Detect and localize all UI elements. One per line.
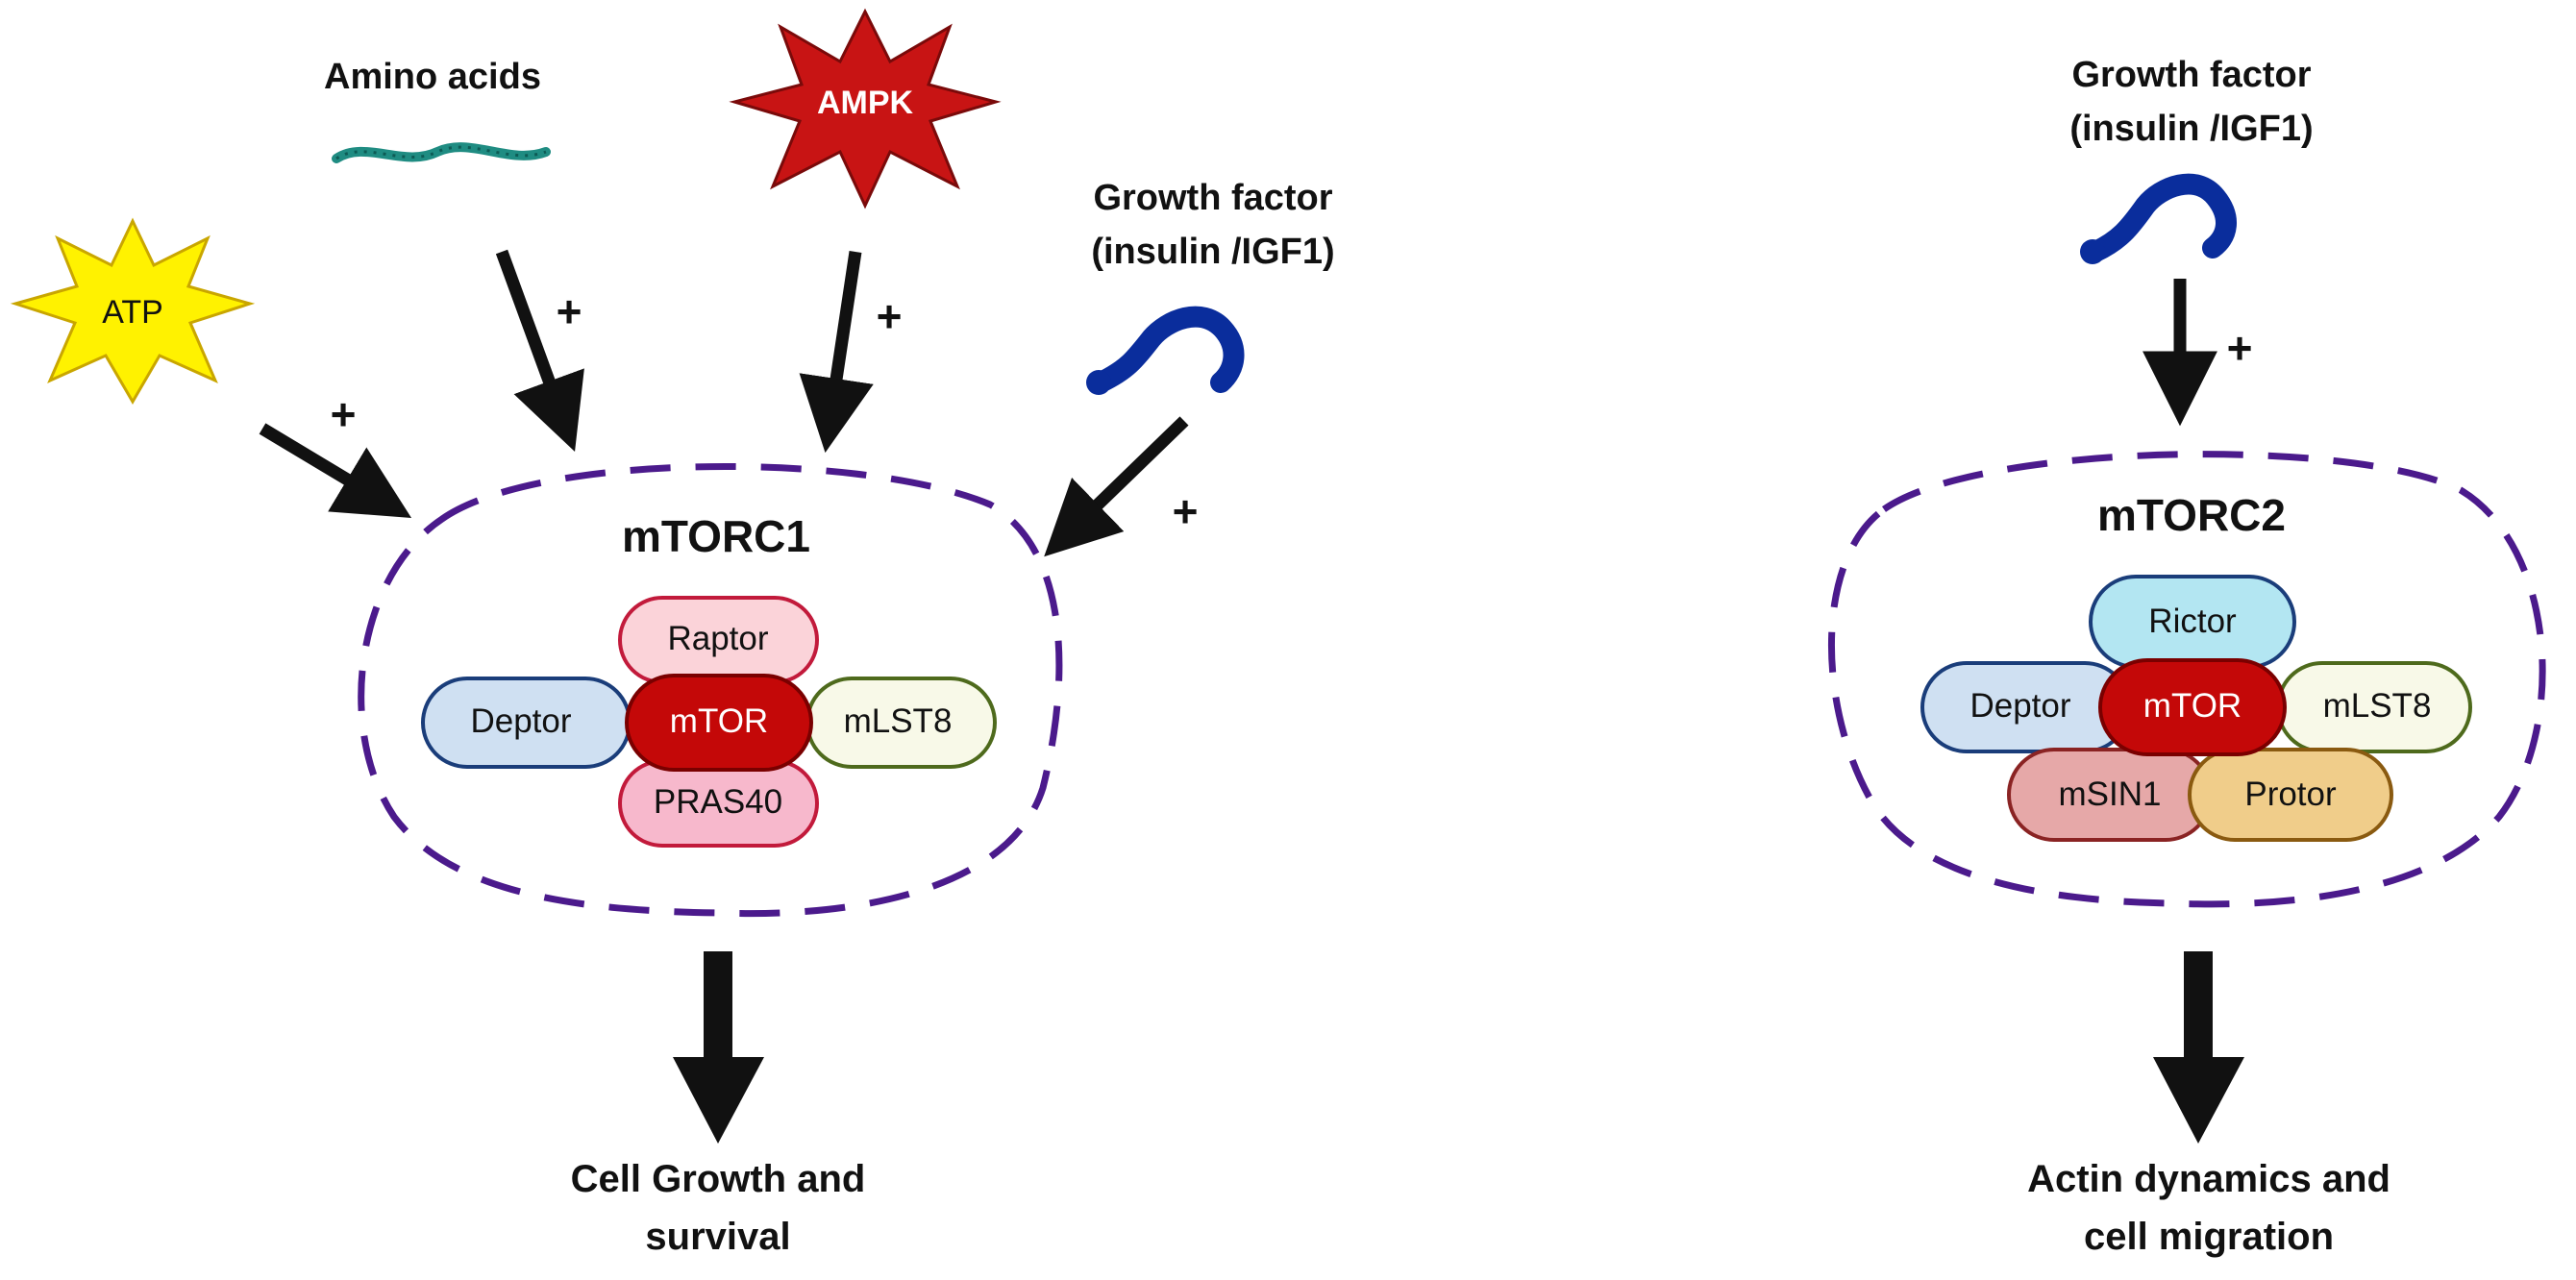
mtorc2-output-arrow-shaft — [2184, 951, 2213, 1062]
mtorc1-output-label-line1: Cell Growth and — [571, 1158, 866, 1200]
growth-factor-subtitle-right: (insulin /IGF1) — [2069, 109, 2313, 149]
mtor-label-right: mTOR — [2143, 687, 2242, 725]
amino-acids-plus-sign: + — [557, 286, 582, 336]
mtor-subunit — [625, 674, 813, 772]
ampk-label: AMPK — [817, 85, 914, 121]
mtor-subunit-right — [2098, 658, 2287, 756]
mtorc1-boundary — [358, 462, 1063, 918]
protor-label: Protor — [2244, 775, 2337, 813]
atp-arrow — [259, 423, 412, 519]
pras40-label: PRAS40 — [654, 783, 782, 821]
mtorc2-output-label-line2: cell migration — [2084, 1216, 2334, 1258]
mtorc1-title: mTORC1 — [622, 511, 810, 561]
growth-factor-ligand-icon-right — [2080, 173, 2237, 264]
growth-factor-label-right: Growth factor — [2071, 55, 2311, 95]
growth-factor-subtitle: (insulin /IGF1) — [1091, 232, 1334, 272]
protor-subunit — [2188, 748, 2393, 842]
deptor-label: Deptor — [470, 702, 571, 740]
mtorc2-title: mTORC2 — [2097, 490, 2286, 540]
mtorc2-boundary — [1827, 451, 2546, 908]
ampk-star-icon — [729, 8, 1002, 209]
atp-star-icon — [10, 217, 256, 405]
growth-factor-arrow — [1044, 416, 1189, 557]
ampk-plus-sign: + — [877, 291, 903, 341]
mtorc2-output-label-line1: Actin dynamics and — [2027, 1158, 2390, 1200]
mtorc1-output-arrow-head — [673, 1057, 764, 1144]
msin1-label: mSIN1 — [2059, 775, 2162, 813]
deptor-label-right: Deptor — [1969, 687, 2070, 725]
atp-plus-sign: + — [331, 389, 357, 439]
mtorc1-output-arrow-shaft — [704, 951, 732, 1062]
mtorc2-output-arrow-head — [2153, 1057, 2244, 1144]
amino-acid-chain-icon — [332, 142, 551, 163]
mlst8-label-right: mLST8 — [2323, 687, 2432, 725]
growth-factor-ligand-icon — [1086, 306, 1245, 395]
atp-label: ATP — [102, 294, 163, 331]
amino-acids-arrow — [495, 249, 584, 452]
ampk-arrow — [799, 251, 874, 454]
mlst8-label: mLST8 — [844, 702, 953, 740]
growth-factor-plus-sign: + — [1173, 486, 1199, 536]
amino-acids-label: Amino acids — [324, 57, 541, 97]
rictor-label: Rictor — [2148, 603, 2237, 640]
raptor-label: Raptor — [667, 620, 768, 657]
growth-factor-plus-sign-right: + — [2227, 323, 2253, 373]
mtor-label: mTOR — [670, 702, 768, 740]
mtorc1-output-label-line2: survival — [645, 1216, 790, 1258]
growth-factor-label: Growth factor — [1093, 178, 1332, 218]
